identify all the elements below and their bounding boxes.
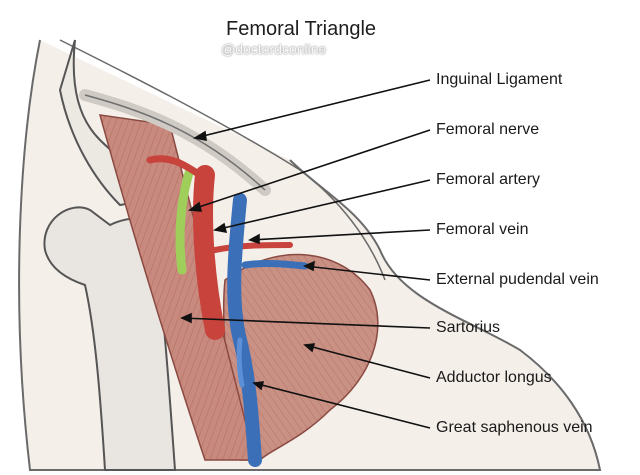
watermark-text: @doctordconline (221, 41, 327, 57)
label-femoral-artery: Femoral artery (436, 171, 541, 188)
diagram-title: Femoral Triangle (226, 18, 377, 40)
label-adductor-longus: Adductor longus (436, 369, 552, 386)
label-femoral-nerve: Femoral nerve (436, 121, 540, 138)
great-saphenous-vein-vessel (236, 337, 245, 388)
pointer-lines (180, 79, 431, 429)
label-sartorius: Sartorius (436, 319, 501, 336)
label-great-saphenous-vein: Great saphenous vein (436, 419, 593, 436)
artery-branch (146, 155, 204, 179)
label-femoral-vein: Femoral vein (436, 221, 529, 238)
external-pudendal-artery (212, 242, 293, 253)
label-external-pudendal-vein: External pudendal vein (436, 271, 599, 288)
abdomen-outline (59, 39, 386, 281)
label-inguinal-ligament: Inguinal Ligament (436, 71, 563, 88)
femoral-artery (193, 165, 225, 340)
femoral-nerve (175, 165, 195, 275)
external-pudendal-vein-vessel (241, 259, 309, 270)
